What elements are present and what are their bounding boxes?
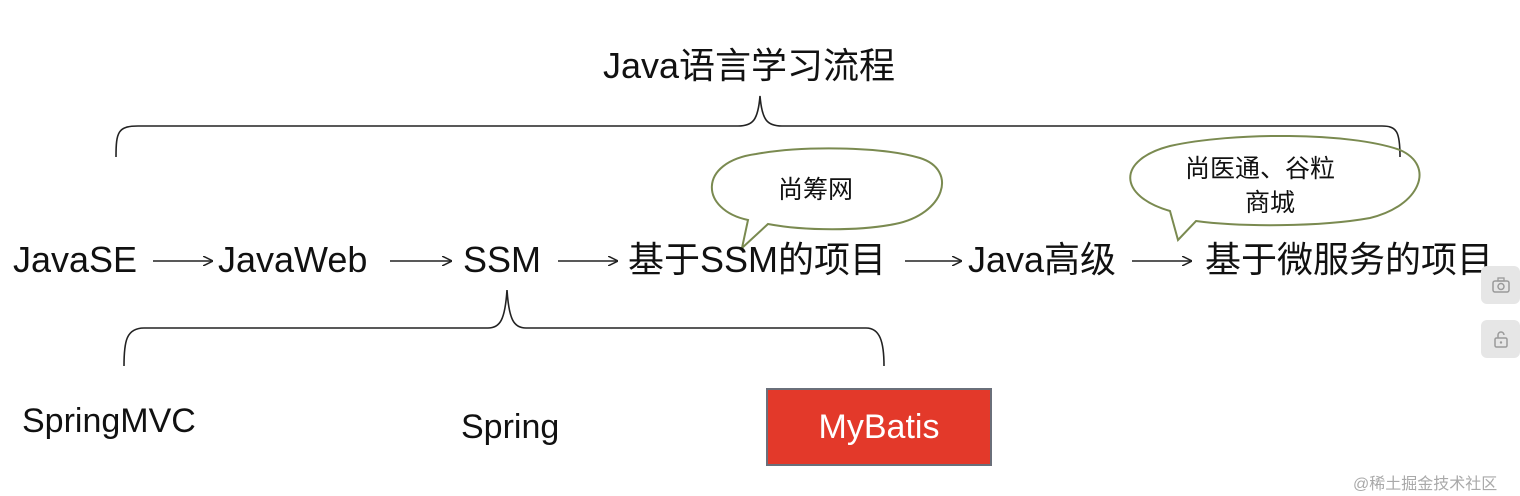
- flow-step-ssm-project: 基于SSM的项目: [628, 239, 887, 280]
- diagram-title: Java语言学习流程: [603, 45, 896, 86]
- top-curly-brace: [115, 95, 1401, 158]
- watermark-text: @稀土掘金技术社区: [1353, 476, 1498, 493]
- callout-hospital-text-line2: 商城: [1245, 189, 1296, 217]
- ssm-curly-brace: [123, 289, 885, 367]
- flow-step-javase: JavaSE: [13, 239, 138, 280]
- screenshot-button[interactable]: [1481, 266, 1520, 304]
- ssm-part-mybatis-label: MyBatis: [818, 407, 940, 446]
- lock-button[interactable]: [1481, 320, 1520, 358]
- flow-step-ssm: SSM: [463, 239, 542, 280]
- callout-hospital-text-line1: 尚医通、谷粒: [1185, 155, 1336, 183]
- callout-bubble-shanggou: [710, 147, 943, 251]
- ssm-part-mybatis-box: MyBatis: [766, 388, 992, 466]
- flow-step-java-advanced: Java高级: [968, 239, 1117, 280]
- ssm-part-spring: Spring: [461, 408, 560, 446]
- camera-icon: [1491, 277, 1510, 293]
- callout-shanggou-text: 尚筹网: [778, 176, 854, 204]
- lock-icon: [1493, 331, 1508, 348]
- callout-bubble-hospital: [1129, 134, 1421, 242]
- ssm-part-springmvc: SpringMVC: [22, 402, 196, 440]
- flow-step-javaweb: JavaWeb: [218, 239, 368, 280]
- flow-step-microservice-project: 基于微服务的项目: [1205, 239, 1494, 280]
